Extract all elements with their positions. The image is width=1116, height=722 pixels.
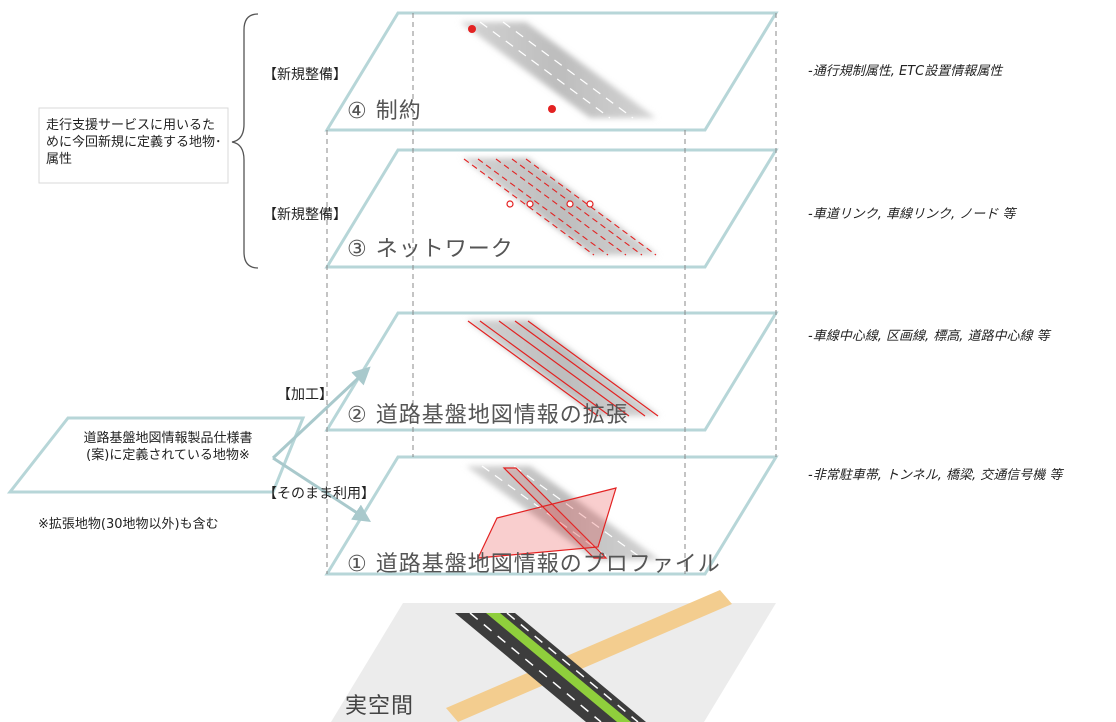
source-box-text: 道路基盤地図情報製品仕様書(案)に定義されている地物※ (83, 431, 253, 463)
brace (231, 13, 259, 269)
tag-new-maintenance-3: 【新規整備】 (263, 207, 347, 223)
layer2-plane (324, 311, 779, 432)
green-centerline (486, 613, 631, 722)
brace-box-shape (38, 107, 229, 184)
footnote: ※拡張地物(30地物以外)も含む (38, 517, 219, 532)
tag-processing: 【加工】 (277, 387, 333, 403)
as-is-arrow (272, 456, 372, 522)
layer3-description: -車道リンク, 車線リンク, ノード 等 (808, 207, 1016, 222)
source-box-shape (6, 416, 306, 494)
layer3-plane (324, 148, 779, 269)
brace-box-text: 走行支援サービスに用いるために今回新規に定義する地物･属性 (46, 118, 222, 167)
real-space-plane (331, 590, 776, 722)
layer3-title: ③ ネットワーク (347, 237, 514, 262)
layer1-title: ① 道路基盤地図情報のプロファイル (347, 552, 721, 577)
layer2-title: ② 道路基盤地図情報の拡張 (347, 403, 629, 428)
restriction-point (548, 105, 556, 113)
layer1-description: -非常駐車帯, トンネル, 橋梁, 交通信号機 等 (808, 468, 1063, 483)
guide-lines (326, 13, 777, 574)
restriction-point (468, 25, 476, 33)
real-space-title: 実空間 (345, 694, 415, 719)
layer4-title: ④ 制約 (347, 99, 422, 124)
layer1-plane (324, 455, 779, 576)
layer2-description: -車線中心線, 区画線, 標高, 道路中心線 等 (808, 329, 1050, 344)
layer4-description: -通行規制属性, ETC設置情報属性 (808, 64, 1003, 79)
layer4-plane (324, 11, 779, 132)
tunnel-feature (502, 467, 608, 559)
bridge-feature (477, 487, 617, 559)
tag-as-is: 【そのまま利用】 (263, 486, 375, 502)
tag-new-maintenance-4: 【新規整備】 (263, 67, 347, 83)
overpass-road (446, 590, 732, 722)
processing-arrow (271, 366, 371, 460)
